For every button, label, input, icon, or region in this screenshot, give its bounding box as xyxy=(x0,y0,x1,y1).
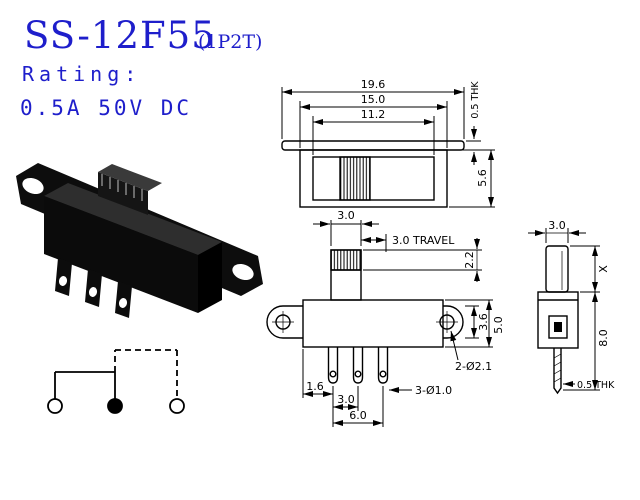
dim-label: 8.0 xyxy=(597,329,610,347)
slider-slot xyxy=(312,156,435,201)
dim-travel: 3.0 TRAVEL xyxy=(361,234,455,252)
terminal-symbol-right xyxy=(169,398,185,414)
terminal-symbol-left xyxy=(47,398,63,414)
knob-top-face xyxy=(98,164,162,191)
dim-label: 5.0 xyxy=(492,316,505,334)
body-top-face xyxy=(44,183,222,255)
actuator-knurl xyxy=(330,249,362,271)
dim-label: 3.0 xyxy=(337,393,355,406)
dim-label: 15.0 xyxy=(361,93,386,106)
dim-cap-height: 2.2 xyxy=(363,238,482,282)
dim-label: 3.0 TRAVEL xyxy=(392,234,455,247)
dim-terminal-span: 6.0 xyxy=(333,386,384,427)
front-view-outline xyxy=(266,249,464,384)
dim-label: 5.6 xyxy=(476,169,489,187)
dim-slot-width: 11.2 xyxy=(312,108,435,155)
dim-label: 0.5 THK xyxy=(577,380,615,391)
dim-side-x: X xyxy=(570,245,610,293)
dim-label: 0.5 THK xyxy=(470,81,481,119)
body-front-face xyxy=(44,196,198,313)
dim-label: 19.6 xyxy=(361,78,386,91)
dim-side-width: 3.0 xyxy=(528,219,586,243)
dim-plate-thickness: 0.5 THK xyxy=(466,81,481,165)
dim-label: 3.0 xyxy=(337,209,355,222)
dim-body-depth: 5.6 xyxy=(449,149,495,208)
model-number: SS-12F55 xyxy=(24,14,216,57)
dim-label: 11.2 xyxy=(361,108,386,121)
contact-window xyxy=(548,315,568,339)
dim-overall-width: 19.6 xyxy=(281,78,465,139)
terminal-side xyxy=(553,348,562,395)
switch-body-top xyxy=(299,149,448,208)
dim-label: 2.2 xyxy=(463,251,476,269)
rating-label: Rating: xyxy=(22,62,142,86)
side-view-outline xyxy=(537,245,579,395)
model-variant: (1P2T) xyxy=(198,31,263,53)
dim-label: X xyxy=(597,265,610,273)
side-view: 3.0 X 8.0 0.5 THK xyxy=(528,219,615,395)
rating-value: 0.5A 50V DC xyxy=(20,96,193,120)
mounting-plate-top xyxy=(281,140,465,151)
contact xyxy=(554,322,562,332)
top-view: 19.6 15.0 11.2 0.5 THK xyxy=(281,78,495,208)
body-right-face xyxy=(198,242,222,313)
switch-body-side xyxy=(537,291,579,349)
mounting-hole-right-3d xyxy=(232,263,254,281)
dim-label: 3.0 xyxy=(548,219,566,232)
dim-ear-height: 3.6 xyxy=(465,305,490,339)
dim-body-height: 5.0 xyxy=(445,299,505,348)
product-illustration xyxy=(16,163,263,318)
left-mounting-ear xyxy=(266,305,303,339)
actuator-side xyxy=(545,245,569,293)
dim-body-width: 15.0 xyxy=(299,93,448,148)
dim-label: 2-Ø2.1 xyxy=(455,360,492,373)
terminal-symbol-common xyxy=(107,398,123,414)
dim-label: 6.0 xyxy=(349,409,367,422)
dim-label: 3.6 xyxy=(477,313,490,331)
dim-terminal-thickness: 0.5 THK xyxy=(563,380,615,391)
terminal-1 xyxy=(327,347,339,384)
terminal-2 xyxy=(352,347,364,384)
knob-ridges xyxy=(101,174,143,201)
dim-label: 1.6 xyxy=(306,380,324,393)
front-view: 3.0 3.0 TRAVEL 2.2 3.6 xyxy=(266,209,505,427)
top-view-outline xyxy=(281,140,465,208)
dim-side-height: 8.0 xyxy=(563,292,610,391)
switch-body-front xyxy=(302,299,444,348)
dim-label: 3-Ø1.0 xyxy=(415,384,452,397)
mounting-hole-left-3d xyxy=(22,177,44,195)
slider-knob-top xyxy=(339,156,371,201)
dim-edge-offset: 1.6 xyxy=(302,349,333,398)
terminal-3 xyxy=(377,347,389,384)
circuit-schematic xyxy=(47,349,185,414)
callout-mounting-holes: 2-Ø2.1 xyxy=(450,330,492,373)
callout-terminal-holes: 3-Ø1.0 xyxy=(389,384,452,397)
